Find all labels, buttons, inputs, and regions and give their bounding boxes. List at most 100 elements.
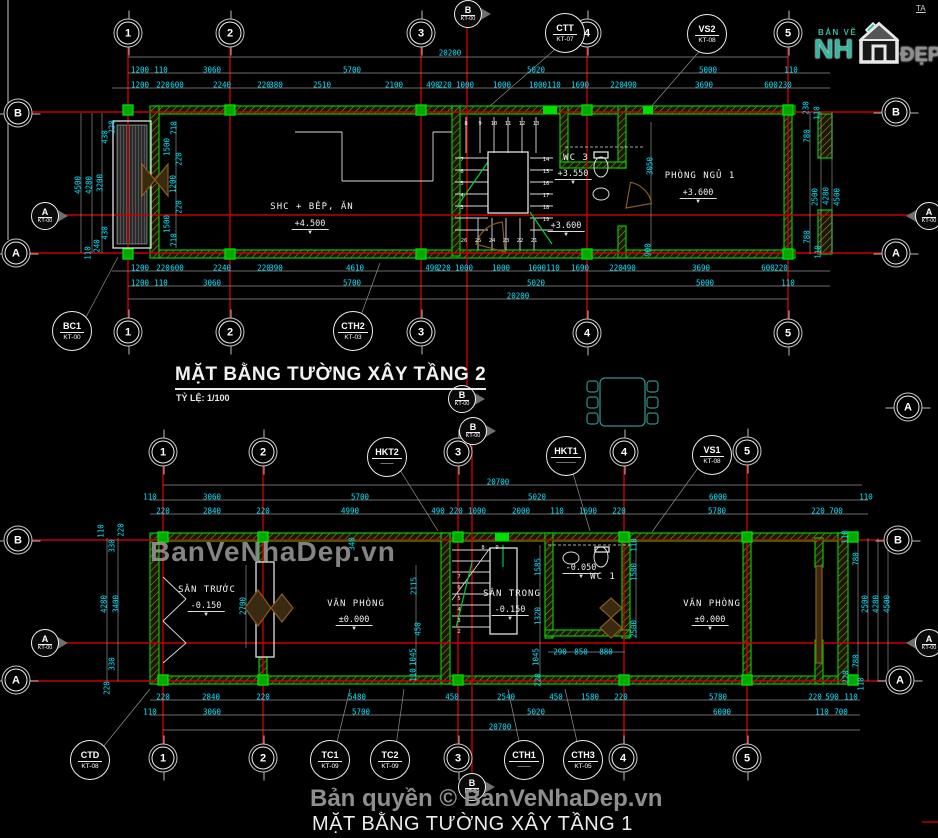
dimension-text-vertical: 710 <box>169 233 179 247</box>
dimension-text: 700 <box>834 707 848 717</box>
grid-axis-bubble-A: A <box>873 241 919 265</box>
dimension-text-vertical: 780 <box>851 654 861 668</box>
stair-step-number: 5 <box>460 181 464 187</box>
dimension-text-vertical: 1580 <box>629 562 639 582</box>
dimension-text: 390 <box>269 263 283 273</box>
level-value: ±0.000 <box>691 615 729 626</box>
stair-step-number: 13 <box>532 121 540 127</box>
dimension-text-vertical: 2115 <box>409 576 419 596</box>
dimension-text: 3060 <box>202 707 222 717</box>
level-value: +4.500 <box>291 219 329 230</box>
dimension-text: 110 <box>859 492 873 502</box>
stair-step-number: 16 <box>542 181 550 187</box>
dimension-text-vertical: 220 <box>174 152 184 166</box>
callout-sheet-ref: KT-08 <box>81 763 99 770</box>
section-label: B <box>460 5 476 16</box>
dimension-text: 5000 <box>695 278 715 288</box>
stair-step-number: 21 <box>530 238 538 244</box>
grid-axis-bubble-3: 3 <box>446 429 470 475</box>
dimension-text-vertical: 2700 <box>238 596 248 616</box>
dimension-text: 5700 <box>342 278 362 288</box>
dimension-text: 5020 <box>526 65 546 75</box>
dimension-text: 220 <box>449 506 463 516</box>
callout-name: HKT2 <box>372 447 402 459</box>
dimension-text: 2240 <box>212 263 232 273</box>
dimension-text: 1200 <box>130 80 150 90</box>
dimension-text: 20700 <box>486 477 510 487</box>
callout-name: TC1 <box>318 750 342 762</box>
dimension-text-vertical: 4500 <box>832 187 842 207</box>
dimension-text: 450 <box>549 692 563 702</box>
dimension-text: 220 <box>257 263 271 273</box>
dimension-text: 450 <box>445 692 459 702</box>
grid-axis-bubble-4: 4 <box>575 310 599 356</box>
callout-name: TC2 <box>378 750 402 762</box>
dimension-text: 6000 <box>712 707 732 717</box>
callout-sheet-ref: ——— <box>556 459 576 466</box>
dimension-text: 3690 <box>694 80 714 90</box>
dimension-text-vertical: 900 <box>643 243 653 257</box>
stair-step-number: 3 <box>460 205 464 211</box>
dimension-text: 20200 <box>506 291 530 301</box>
level-marker: +3.600 <box>547 221 585 238</box>
grid-axis-bubble-A: A <box>0 668 39 692</box>
section-sheet-ref: KT-00 <box>460 15 476 22</box>
dimension-text: 1000 <box>455 80 475 90</box>
room-label: SHC + BẾP, ĂN <box>270 202 354 212</box>
dimension-text: 5480 <box>347 692 367 702</box>
dimension-text: 2000 <box>511 506 531 516</box>
grid-axis-bubble-1: 1 <box>151 429 175 475</box>
dimension-text: 1690 <box>578 506 598 516</box>
dimension-text: 1690 <box>570 263 590 273</box>
section-sheet-ref: KT-00 <box>37 217 53 224</box>
dimension-text: 220 <box>156 263 170 273</box>
dimension-text: 490 <box>425 263 439 273</box>
dimension-text-vertical: 2500 <box>629 619 639 639</box>
dimension-text: 20700 <box>488 722 512 732</box>
grid-axis-bubble-5: 5 <box>735 428 759 474</box>
stair-step-number: 2 <box>457 629 461 635</box>
grid-axis-bubble-2: 2 <box>218 10 242 56</box>
dimension-text-vertical: 4500 <box>882 594 892 614</box>
watermark-text: BanVeNhaDep.vn <box>150 536 396 567</box>
grid-axis-bubble-2: 2 <box>251 429 275 475</box>
dimension-text: 110 <box>815 707 829 717</box>
stair-step-number: 26 <box>460 238 468 244</box>
dimension-text-vertical: 4280 <box>99 594 109 614</box>
dimension-text-vertical: 110 <box>96 524 106 538</box>
stair-step-number: 22 <box>516 238 524 244</box>
grid-axis-bubble-5: 5 <box>776 10 800 56</box>
dimension-text-vertical: 1320 <box>533 606 543 626</box>
dimension-text: 600 <box>761 263 775 273</box>
dimension-text: 110 <box>784 65 798 75</box>
dining-table-furniture <box>586 377 659 427</box>
door-swing-arcs <box>475 181 653 253</box>
dimension-text: 220 <box>614 692 628 702</box>
dimension-text: 1000 <box>528 80 548 90</box>
dimension-text-vertical: 2500 <box>860 594 870 614</box>
dimension-text-vertical: 1045 <box>531 647 541 667</box>
section-label: A <box>921 634 937 645</box>
grid-axis-bubble-B: B <box>0 528 41 552</box>
callout-name: HKT1 <box>551 446 581 458</box>
dimension-text: 5000 <box>698 65 718 75</box>
level-marker: +4.500 <box>291 219 329 236</box>
dimension-text: 230 <box>778 80 792 90</box>
dimension-text: 220 <box>156 692 170 702</box>
dimension-text: 110 <box>781 278 795 288</box>
dimension-text: 220 <box>808 692 822 702</box>
dimension-text: 850 <box>574 647 588 657</box>
plan1-title: MẶT BẰNG TƯỜNG XÂY TẦNG 1 <box>312 813 633 835</box>
dimension-text: 110 <box>547 80 561 90</box>
dimension-text: 220 <box>438 80 452 90</box>
dimension-text-vertical: 330 <box>107 657 117 671</box>
dimension-text: 5780 <box>707 506 727 516</box>
dimension-text: 110 <box>546 263 560 273</box>
level-marker: -0.050 <box>562 563 600 580</box>
